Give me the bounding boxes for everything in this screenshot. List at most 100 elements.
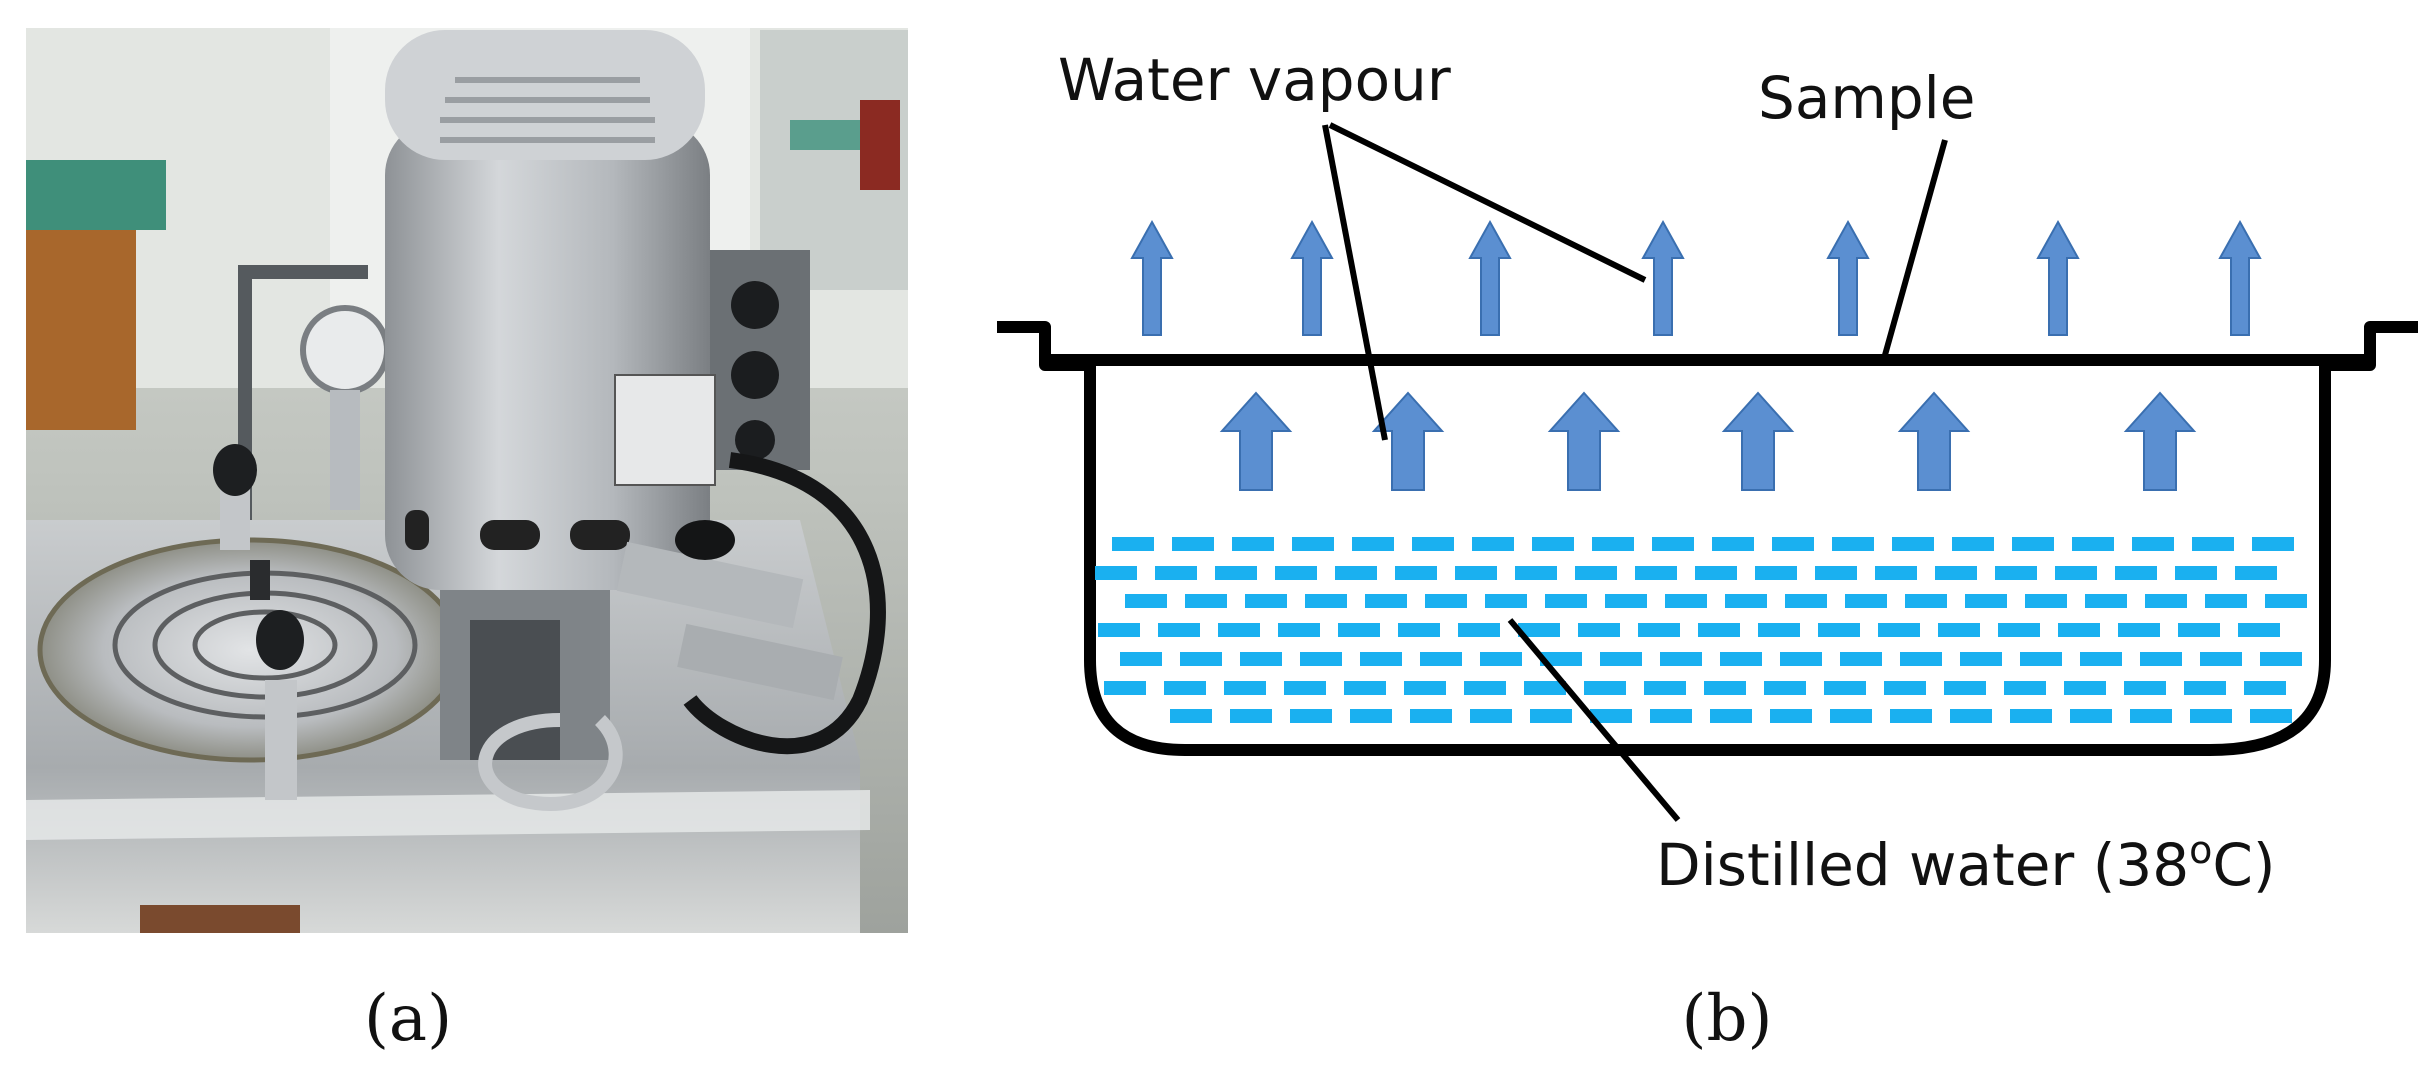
vapour-arrow (1547, 391, 1621, 491)
water-dash (1995, 566, 2037, 580)
water-dash (2130, 709, 2172, 723)
water-dash (1998, 623, 2040, 637)
water-dash (1245, 594, 1287, 608)
water-dash (1638, 623, 1680, 637)
vapour-arrow (1219, 391, 1293, 491)
water-dash (1755, 566, 1797, 580)
water-dash (2190, 709, 2232, 723)
water-dash (2145, 594, 2187, 608)
water-dash (2004, 681, 2046, 695)
water-dash (1215, 566, 1257, 580)
water-dash (2192, 537, 2234, 551)
water-dash (1545, 594, 1587, 608)
water-dash (1704, 681, 1746, 695)
label-distilled-water-superscript: o (2189, 828, 2212, 872)
water-dash (1292, 537, 1334, 551)
water-dash (1095, 566, 1137, 580)
water-dash (1412, 537, 1454, 551)
water-dash (1485, 594, 1527, 608)
water-dash (1950, 709, 1992, 723)
water-dash (1935, 566, 1977, 580)
water-dash (1725, 594, 1767, 608)
water-dash (2244, 681, 2286, 695)
water-dash (1660, 652, 1702, 666)
water-dash (1780, 652, 1822, 666)
water-dash (1824, 681, 1866, 695)
water-dash (2058, 623, 2100, 637)
water-dash (1350, 709, 1392, 723)
water-dash (2205, 594, 2247, 608)
water-dash (1125, 594, 1167, 608)
water-dash (2072, 537, 2114, 551)
water-dash (1635, 566, 1677, 580)
water-dash (1480, 652, 1522, 666)
water-dash (1164, 681, 1206, 695)
water-dash (1278, 623, 1320, 637)
water-dash (1592, 537, 1634, 551)
water-dash (1524, 681, 1566, 695)
vapour-arrow (1130, 219, 1174, 336)
water-dash (1344, 681, 1386, 695)
water-dash (1420, 652, 1462, 666)
water-dash (2260, 652, 2302, 666)
water-dash (1180, 652, 1222, 666)
water-dash (1840, 652, 1882, 666)
vapour-arrow (2123, 391, 2197, 491)
water-dash (1605, 594, 1647, 608)
water-dash (2055, 566, 2097, 580)
water-dash (1398, 623, 1440, 637)
water-dash (2252, 537, 2294, 551)
water-dash (1532, 537, 1574, 551)
water-dash (2115, 566, 2157, 580)
water-dash (1772, 537, 1814, 551)
water-dash (1404, 681, 1446, 695)
water-dash (1832, 537, 1874, 551)
water-dash (1952, 537, 1994, 551)
water-dash (1530, 709, 1572, 723)
water-dash (2010, 709, 2052, 723)
vapour-arrow (1371, 391, 1445, 491)
water-dash (1395, 566, 1437, 580)
leader-sample (1882, 139, 1948, 356)
water-dash (1104, 681, 1146, 695)
water-dash (1785, 594, 1827, 608)
label-sample: Sample (1758, 64, 1975, 132)
water-dash (2250, 709, 2292, 723)
label-distilled-water: Distilled water (38oC) (1656, 828, 2276, 899)
water-dash (1284, 681, 1326, 695)
water-dash (1098, 623, 1140, 637)
water-dash (1170, 709, 1212, 723)
water-dash (1335, 566, 1377, 580)
vapour-arrow (1641, 219, 1685, 336)
water-dash (1892, 537, 1934, 551)
water-dash (1875, 566, 1917, 580)
water-dash (2025, 594, 2067, 608)
water-dash (1218, 623, 1260, 637)
water-dash (1352, 537, 1394, 551)
vapour-arrow (2218, 219, 2262, 336)
water-dash (2020, 652, 2062, 666)
water-dash (1720, 652, 1762, 666)
vapour-arrow (1897, 391, 1971, 491)
water-dash (1695, 566, 1737, 580)
water-dash (1472, 537, 1514, 551)
water-dash (1698, 623, 1740, 637)
water-dash (1305, 594, 1347, 608)
water-dash (1275, 566, 1317, 580)
distilled-water (1095, 537, 2307, 723)
water-dash (1120, 652, 1162, 666)
water-dash (1584, 681, 1626, 695)
panel-b-caption: (b) (1682, 982, 1773, 1056)
water-dash (1764, 681, 1806, 695)
water-dash (2080, 652, 2122, 666)
water-dash (1470, 709, 1512, 723)
leader-water-vapour-right (1328, 122, 1647, 283)
water-dash (1884, 681, 1926, 695)
water-dash (1944, 681, 1986, 695)
water-dash (2012, 537, 2054, 551)
water-dash (2070, 709, 2112, 723)
container-outline (997, 321, 2418, 756)
water-dash (1410, 709, 1452, 723)
water-dash (2235, 566, 2277, 580)
